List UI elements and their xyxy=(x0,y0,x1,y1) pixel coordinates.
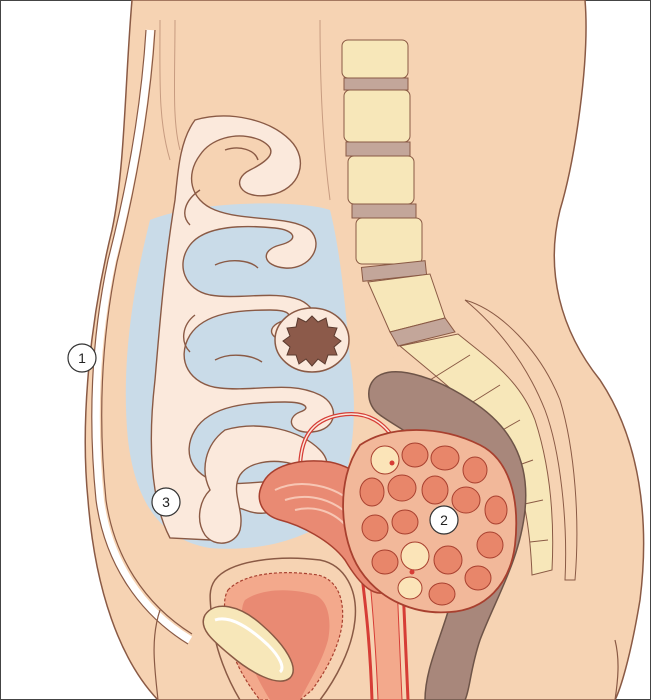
callout-2-label: 2 xyxy=(440,512,448,528)
colon-cross-section xyxy=(275,308,349,372)
vertebra xyxy=(356,218,422,264)
follicle xyxy=(360,478,384,506)
intervertebral-disc xyxy=(346,142,410,156)
follicle xyxy=(398,577,422,599)
follicle xyxy=(401,542,429,570)
vertebra xyxy=(348,156,414,204)
follicle xyxy=(431,446,459,470)
callout-3: 3 xyxy=(152,488,180,516)
follicle xyxy=(422,476,448,504)
follicle xyxy=(477,532,503,558)
follicle xyxy=(485,496,507,524)
follicle xyxy=(465,566,491,590)
vertebra xyxy=(344,90,410,142)
follicle xyxy=(371,446,399,474)
callout-1: 1 xyxy=(68,344,96,372)
follicle-dot xyxy=(390,461,395,466)
vertebra xyxy=(342,40,408,78)
follicle xyxy=(362,515,388,541)
follicle xyxy=(429,583,455,605)
follicle xyxy=(452,487,480,513)
follicle xyxy=(434,546,462,574)
intervertebral-disc xyxy=(352,204,416,218)
callout-1-label: 1 xyxy=(78,350,86,366)
follicle xyxy=(392,510,418,534)
follicle xyxy=(402,443,428,467)
follicle xyxy=(388,475,416,501)
callout-3-label: 3 xyxy=(162,494,170,510)
intervertebral-disc xyxy=(344,78,408,90)
follicle xyxy=(372,550,398,574)
follicle xyxy=(463,457,487,483)
callout-2: 2 xyxy=(430,506,458,534)
follicle-dot xyxy=(410,570,415,575)
